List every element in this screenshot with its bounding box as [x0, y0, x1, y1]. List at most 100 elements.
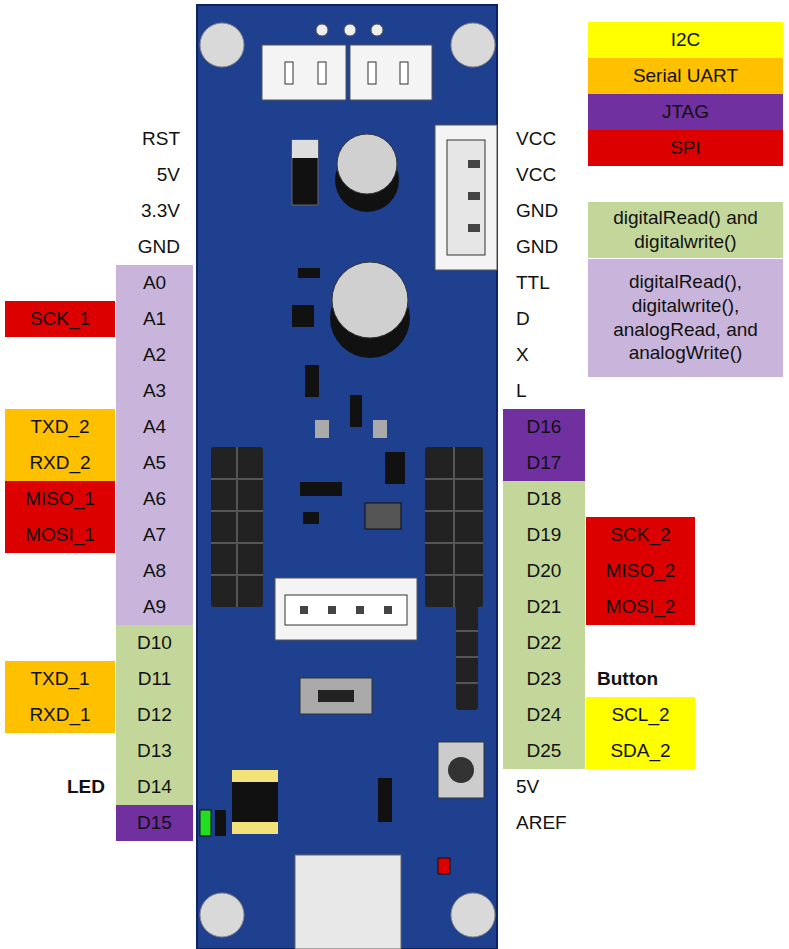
pin-label: D: [516, 301, 586, 337]
legend-text: Serial UART: [633, 64, 738, 88]
smd-diode-band: [232, 822, 278, 834]
power-connector: [435, 125, 497, 270]
pin-name: A2: [143, 343, 166, 367]
pin-name: D14: [137, 775, 172, 799]
pin-name: SDA_2: [610, 739, 670, 763]
pin-name: A6: [143, 487, 166, 511]
pin-name: D10: [137, 631, 172, 655]
connector-pin: [468, 160, 480, 168]
pin-name: D23: [527, 667, 562, 691]
via-hole: [344, 24, 356, 36]
mounting-hole: [451, 893, 495, 937]
via-hole: [371, 24, 383, 36]
connector-pin: [384, 606, 392, 614]
four-pin-connector: [275, 578, 417, 640]
pin-label: AREF: [516, 805, 586, 841]
capacitor-top: [332, 262, 408, 338]
pin-name: D11: [138, 667, 171, 691]
legend-swatch: JTAG: [588, 94, 783, 130]
jst-connector: [350, 45, 432, 100]
pin-name: A8: [143, 559, 166, 583]
capacitor-top: [337, 134, 397, 194]
pin-label: X: [516, 337, 586, 373]
pin-name: RXD_2: [29, 451, 90, 475]
pin-cell: D23: [503, 661, 585, 697]
pin-label: RST: [100, 121, 180, 157]
pin-label: GND: [516, 229, 586, 265]
pin-label: TTL: [516, 265, 586, 301]
pin-name: D24: [527, 703, 562, 727]
smd-part: [305, 365, 319, 397]
pin-cell: A8: [116, 553, 193, 589]
pin-label: VCC: [516, 121, 586, 157]
pin-label: VCC: [516, 157, 586, 193]
pin-cell: D19: [503, 517, 585, 553]
connector-pin: [468, 192, 480, 200]
pin-cell: D17: [503, 445, 585, 481]
connector-pin: [300, 606, 308, 614]
mounting-hole: [451, 23, 495, 67]
pin-name: SCK_2: [610, 523, 670, 547]
connector-pin: [400, 62, 408, 84]
via-hole: [316, 24, 328, 36]
legend-text: digitalRead() and digitalwrite(): [596, 206, 775, 254]
pin-name: TXD_2: [30, 415, 89, 439]
push-button-cap: [448, 757, 474, 783]
pin-header-left: [211, 447, 263, 607]
pin-cell: SDA_2: [586, 733, 695, 769]
pin-cell: A1: [116, 301, 193, 337]
power-connector-body: [447, 140, 485, 255]
smd-part: [373, 420, 387, 438]
pin-label: GND: [516, 193, 586, 229]
pin-cell: D15: [116, 805, 193, 841]
pin-cell: D11: [116, 661, 193, 697]
pin-cell: A2: [116, 337, 193, 373]
pin-name: MOSI_2: [606, 595, 676, 619]
smd-diode-band: [232, 770, 278, 782]
legend-swatch: digitalRead() and digitalwrite(): [588, 202, 783, 258]
connector-pin: [328, 606, 336, 614]
pin-label: L: [516, 373, 586, 409]
smd-part: [385, 452, 405, 484]
pin-name: D16: [527, 415, 562, 439]
pin-cell: D24: [503, 697, 585, 733]
pin-name: A4: [143, 415, 166, 439]
pin-cell: TXD_1: [5, 661, 115, 697]
mounting-hole: [200, 23, 244, 67]
pin-name: A3: [143, 379, 166, 403]
pin-cell: SCK_2: [586, 517, 695, 553]
smd-diode: [232, 770, 278, 834]
pin-name: A7: [143, 523, 166, 547]
connector-pin: [368, 62, 376, 84]
pin-name: D20: [527, 559, 562, 583]
smd-part: [298, 268, 320, 278]
pin-name: A0: [143, 271, 166, 295]
pin-name: D18: [527, 487, 562, 511]
pin-cell: MOSI_2: [586, 589, 695, 625]
inductor: [365, 503, 401, 529]
pin-cell: D14: [116, 769, 193, 805]
pin-cell: SCK_1: [5, 301, 115, 337]
pin-cell: RXD_2: [5, 445, 115, 481]
pin-cell: D22: [503, 625, 585, 661]
pin-label: LED: [20, 769, 105, 805]
push-button: [438, 742, 484, 798]
pin-name: A5: [143, 451, 166, 475]
pin-cell: D10: [116, 625, 193, 661]
connector-pin: [285, 62, 293, 84]
pin-name: SCL_2: [611, 703, 669, 727]
legend-swatch: digitalRead(), digitalwrite(), analogRea…: [588, 259, 783, 377]
pin-cell: A9: [116, 589, 193, 625]
pin-cell: D25: [503, 733, 585, 769]
pin-label: 3.3V: [100, 193, 180, 229]
pin-cell: SCL_2: [586, 697, 695, 733]
pin-label: Button: [597, 661, 687, 697]
pin-cell: A7: [116, 517, 193, 553]
smd-part: [378, 778, 392, 822]
status-led: [200, 810, 211, 836]
pin-name: SCK_1: [30, 307, 90, 331]
pin-name: D19: [527, 523, 562, 547]
connector-pin: [356, 606, 364, 614]
four-pin-connector-body: [285, 595, 407, 625]
